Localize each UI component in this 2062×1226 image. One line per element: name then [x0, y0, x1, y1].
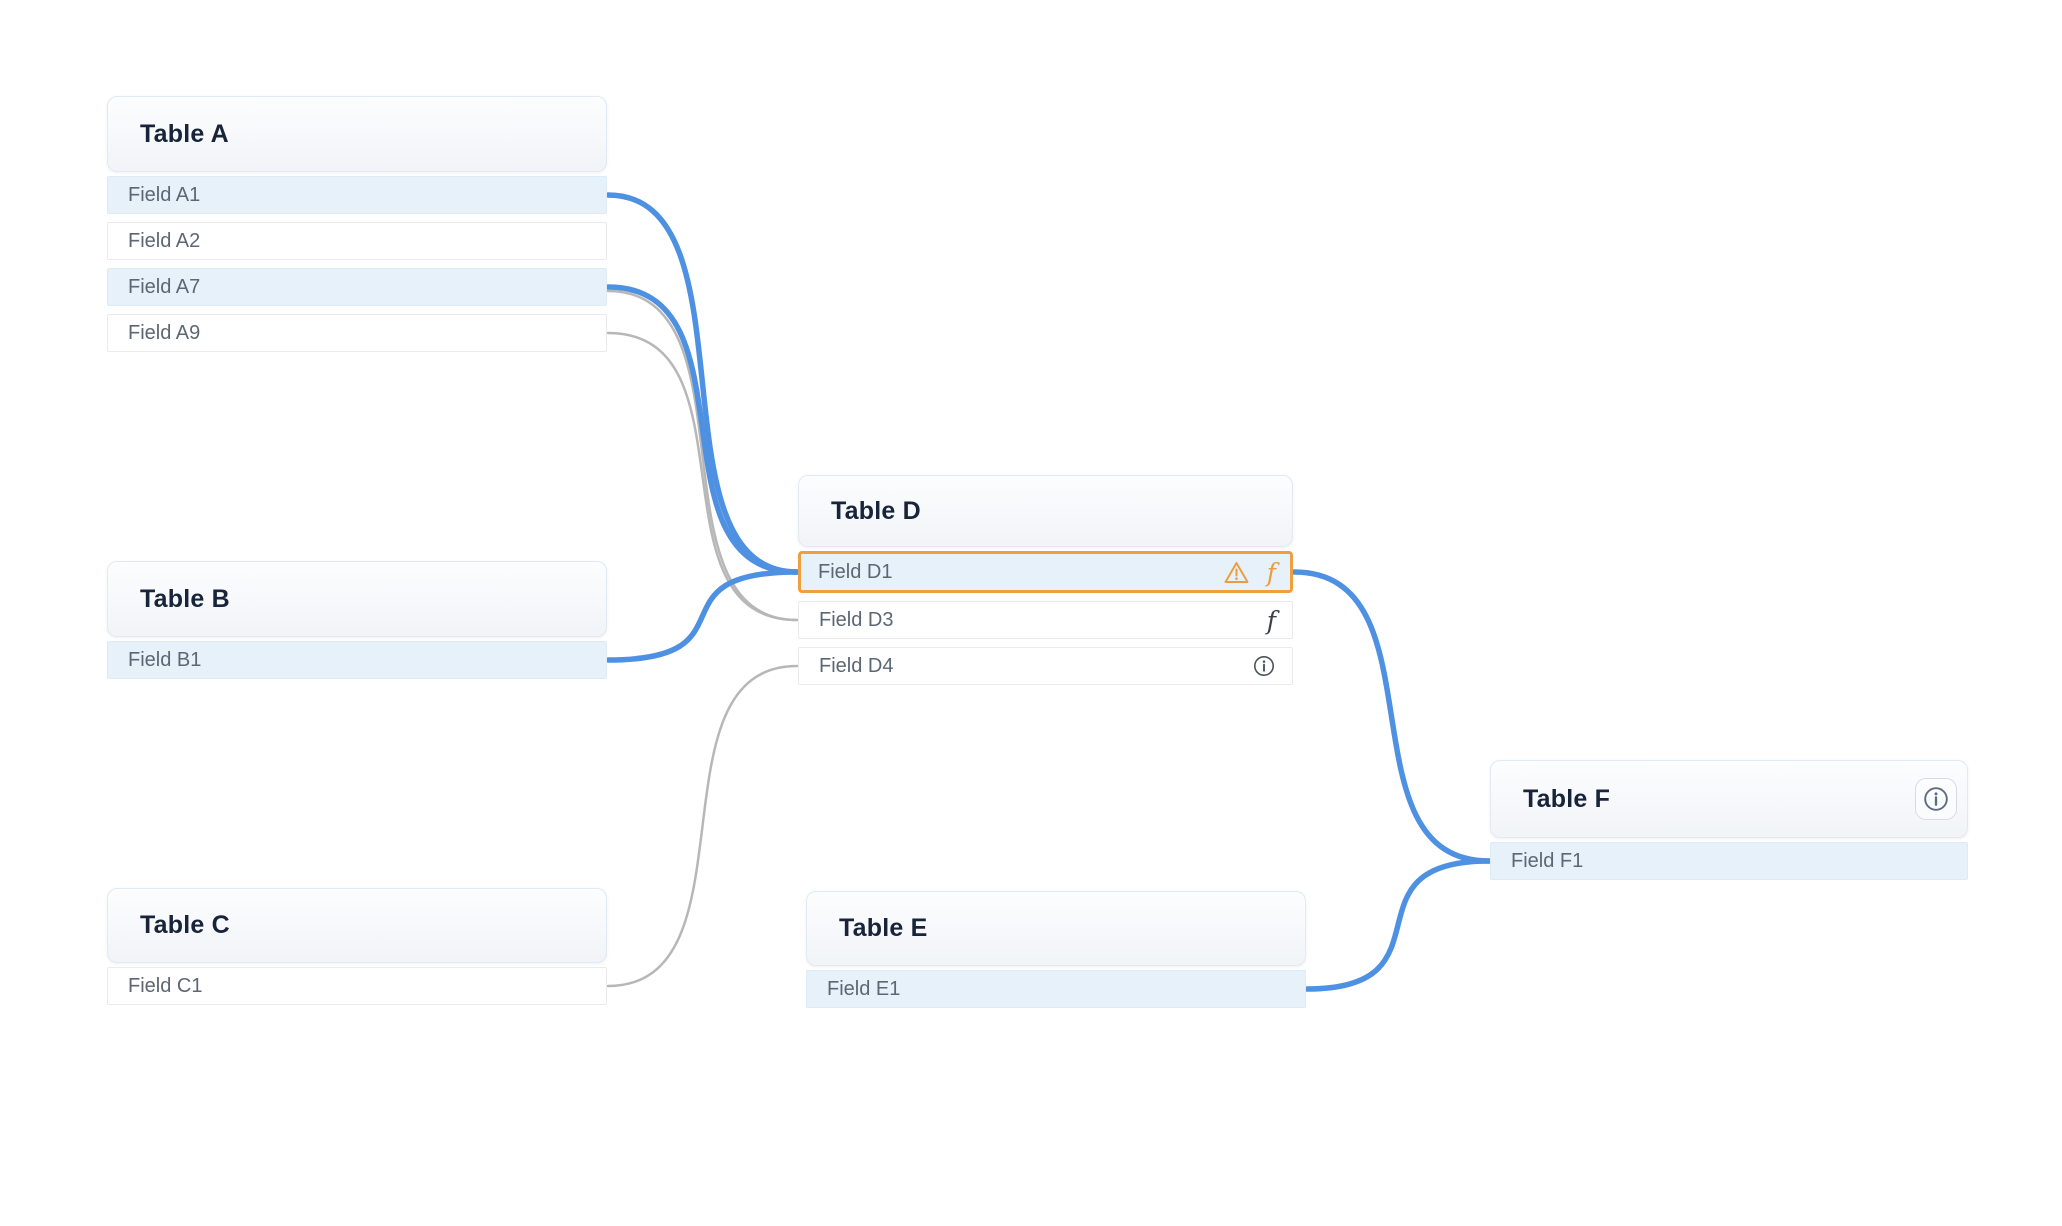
field-row-c1[interactable]: Field C1 — [107, 967, 607, 1005]
edge-tablea-fielda1-to-tabled-fieldd1[interactable] — [605, 192, 800, 575]
table-a-fields: Field A1 Field A2 Field A7 Field A9 — [107, 176, 607, 352]
table-node-c[interactable]: Table C Field C1 — [107, 888, 607, 1005]
function-icon: f — [1266, 557, 1276, 587]
table-b-title: Table B — [140, 584, 230, 613]
table-b-fields: Field B1 — [107, 641, 607, 679]
field-row-b1[interactable]: Field B1 — [107, 641, 607, 679]
table-c-title: Table C — [140, 911, 230, 939]
field-label: Field F1 — [1511, 849, 1584, 872]
info-icon — [1252, 654, 1276, 678]
table-a-title: Table A — [140, 119, 229, 148]
function-icon: f — [1266, 605, 1276, 635]
field-row-a1[interactable]: Field A1 — [107, 176, 607, 214]
edge-tablee-fielde1-to-tablef-fieldf1[interactable] — [1304, 858, 1492, 992]
table-c-fields: Field C1 — [107, 967, 607, 1005]
field-row-e1[interactable]: Field E1 — [806, 970, 1306, 1008]
field-label: Field C1 — [128, 974, 203, 997]
table-f-fields: Field F1 — [1490, 842, 1968, 880]
field-row-icons: f — [1267, 608, 1276, 633]
table-d-fields: Field D1 f Field D3 f — [798, 551, 1293, 685]
table-e-title: Table E — [839, 914, 928, 942]
field-label: Field D1 — [818, 560, 893, 583]
field-row-a2[interactable]: Field A2 — [107, 222, 607, 260]
table-d-header[interactable]: Table D — [798, 475, 1293, 547]
field-label: Field D4 — [819, 654, 894, 677]
table-a-header[interactable]: Table A — [107, 96, 607, 172]
table-f-header[interactable]: Table F — [1490, 760, 1968, 838]
field-label: Field E1 — [827, 977, 901, 1000]
table-d-title: Table D — [831, 496, 921, 525]
table-e-fields: Field E1 — [806, 970, 1306, 1008]
field-row-icons: f — [1223, 560, 1276, 585]
edge-tableb-fieldb1-to-tabled-fieldd1[interactable] — [605, 569, 800, 663]
field-label: Field A9 — [128, 321, 201, 344]
table-node-d[interactable]: Table D Field D1 f Field D3 — [798, 475, 1293, 685]
edge-tabled-fieldd1-out-to-tablef-fieldf1[interactable] — [1291, 569, 1492, 864]
table-node-f[interactable]: Table F Field F1 — [1490, 760, 1968, 880]
table-b-header[interactable]: Table B — [107, 561, 607, 637]
field-row-icons — [1252, 654, 1276, 678]
field-row-d1-selected[interactable]: Field D1 f — [798, 551, 1293, 593]
edge-tablea-fielda7-gray-to-tabled-fieldd3[interactable] — [606, 289, 799, 622]
field-row-f1[interactable]: Field F1 — [1490, 842, 1968, 880]
info-icon — [1922, 785, 1950, 813]
warning-icon — [1223, 560, 1250, 585]
field-row-a9[interactable]: Field A9 — [107, 314, 607, 352]
table-node-b[interactable]: Table B Field B1 — [107, 561, 607, 679]
edge-tablea-fielda7-to-tabled-fieldd1[interactable] — [605, 284, 800, 575]
field-label: Field A7 — [128, 275, 201, 298]
table-node-a[interactable]: Table A Field A1 Field A2 Field A7 Field… — [107, 96, 607, 352]
field-row-d3[interactable]: Field D3 f — [798, 601, 1293, 639]
table-info-button[interactable] — [1915, 778, 1957, 820]
table-node-e[interactable]: Table E Field E1 — [806, 891, 1306, 1008]
field-label: Field A2 — [128, 229, 201, 252]
field-label: Field A1 — [128, 183, 201, 206]
field-label: Field D3 — [819, 608, 894, 631]
table-f-title: Table F — [1523, 784, 1611, 813]
field-row-a7[interactable]: Field A7 — [107, 268, 607, 306]
table-e-header[interactable]: Table E — [806, 891, 1306, 966]
table-c-header[interactable]: Table C — [107, 888, 607, 963]
edge-tablec-fieldc1-to-tabled-fieldd4[interactable] — [606, 664, 799, 988]
field-label: Field B1 — [128, 648, 202, 671]
edge-tablea-fielda9-to-tabled-fieldd3[interactable] — [606, 331, 799, 622]
field-row-d4[interactable]: Field D4 — [798, 647, 1293, 685]
